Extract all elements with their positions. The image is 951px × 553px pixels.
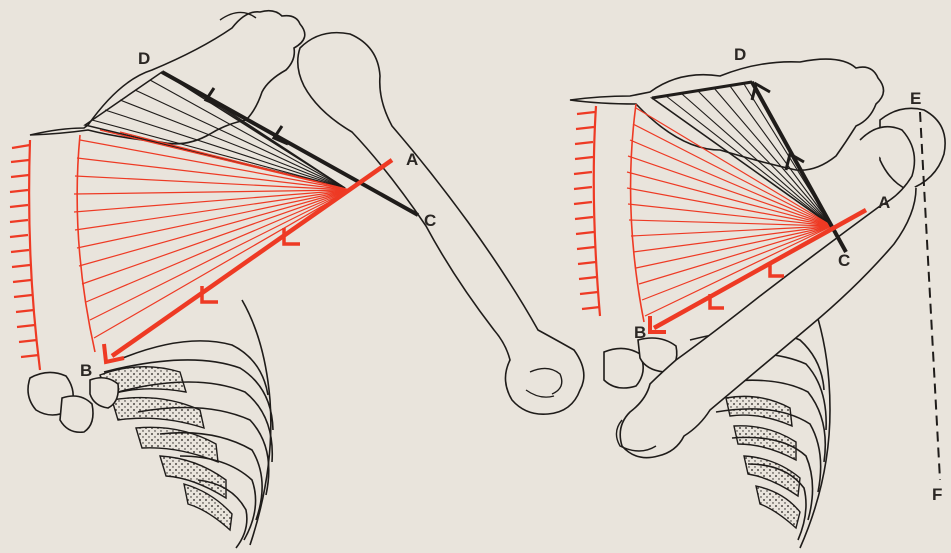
left-label-b: B	[80, 361, 92, 380]
right-label-f: F	[932, 485, 942, 504]
right-label-e: E	[910, 89, 921, 108]
right-label-a: A	[878, 193, 890, 212]
right-label-c: C	[838, 251, 850, 270]
right-figure: D A C B E F	[570, 45, 945, 548]
right-scapula	[570, 59, 884, 170]
left-figure: D A C B	[10, 11, 584, 548]
left-sternum	[28, 372, 118, 432]
left-humerus	[298, 33, 584, 415]
right-reference-line-ef	[920, 112, 940, 480]
right-label-d: D	[734, 45, 746, 64]
right-vertebral-border	[574, 106, 600, 316]
left-label-c: C	[424, 211, 436, 230]
right-label-b: B	[634, 323, 646, 342]
left-costal-cartilage	[100, 367, 232, 530]
left-red-muscle	[74, 130, 350, 352]
right-costal-cartilage	[726, 396, 800, 528]
right-black-muscle	[652, 82, 832, 226]
left-vertebral-border	[10, 140, 40, 370]
left-label-d: D	[138, 49, 150, 68]
left-label-a: A	[406, 150, 418, 169]
